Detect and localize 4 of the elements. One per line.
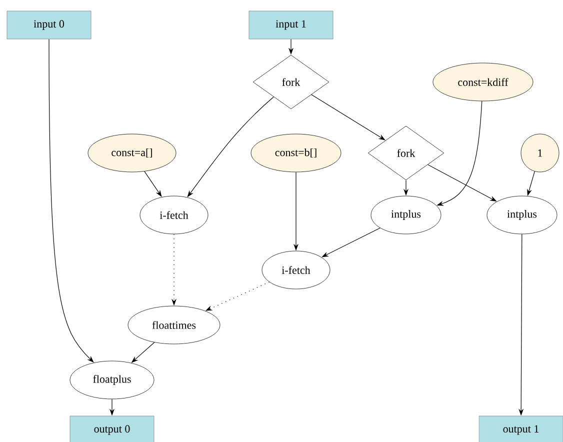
io-box: output 0 — [70, 416, 154, 442]
io-box: output 1 — [478, 416, 563, 442]
io-box: input 0 — [6, 10, 92, 40]
io-box: input 1 — [248, 10, 334, 40]
